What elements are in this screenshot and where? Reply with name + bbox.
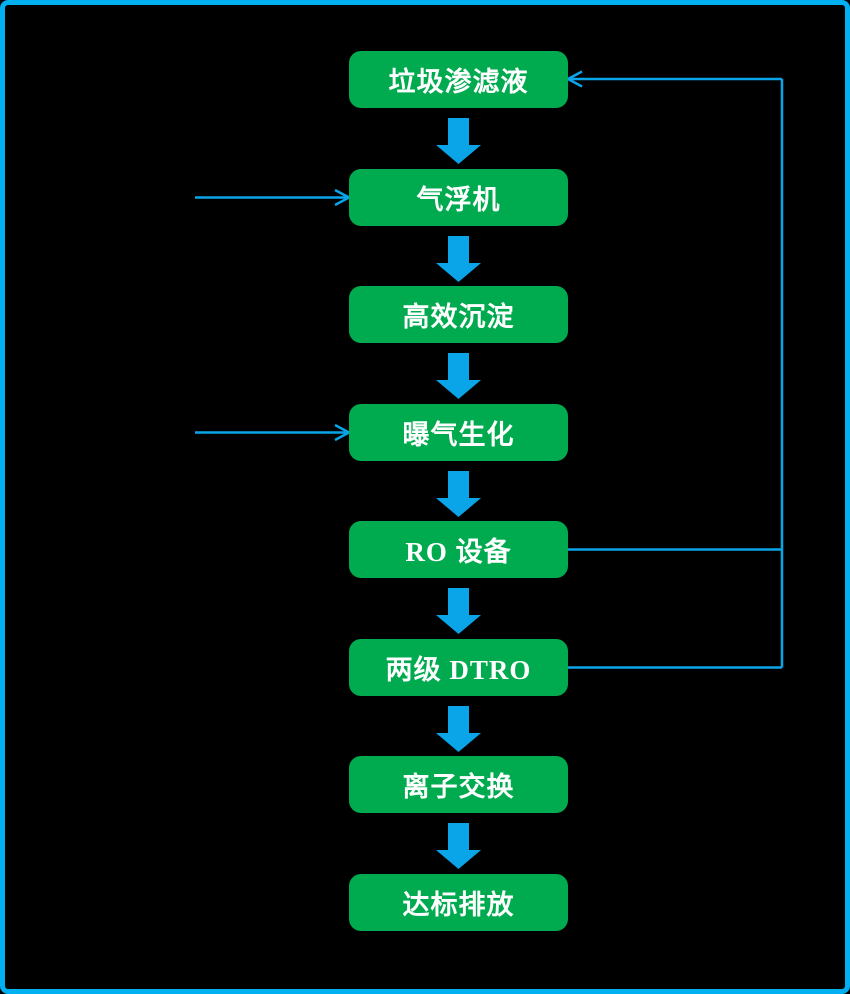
down-arrow-ion-exchange-to-discharge: [436, 823, 481, 869]
down-arrows-group: [436, 118, 481, 869]
down-arrow-leachate-to-air-flotation: [436, 118, 481, 164]
recycle-arrowhead-leachate: [565, 70, 583, 88]
flow-node-air-flotation: 气浮机: [349, 169, 568, 226]
down-arrow-aeration-to-ro: [436, 471, 481, 517]
down-arrow-dtro-to-ion-exchange: [436, 706, 481, 752]
flow-node-dtro: 两级 DTRO: [349, 639, 568, 696]
flow-node-leachate: 垃圾渗滤液: [349, 51, 568, 108]
flow-node-ro: RO 设备: [349, 521, 568, 578]
flow-node-aeration: 曝气生化: [349, 404, 568, 461]
down-arrow-sedimentation-to-aeration: [436, 353, 481, 399]
down-arrow-ro-to-dtro: [436, 588, 481, 634]
flow-node-discharge: 达标排放: [349, 874, 568, 931]
thin-connectors-group: [195, 70, 784, 669]
flow-node-sedimentation: 高效沉淀: [349, 286, 568, 343]
down-arrow-air-flotation-to-sedimentation: [436, 236, 481, 282]
flow-node-ion-exchange: 离子交换: [349, 756, 568, 813]
